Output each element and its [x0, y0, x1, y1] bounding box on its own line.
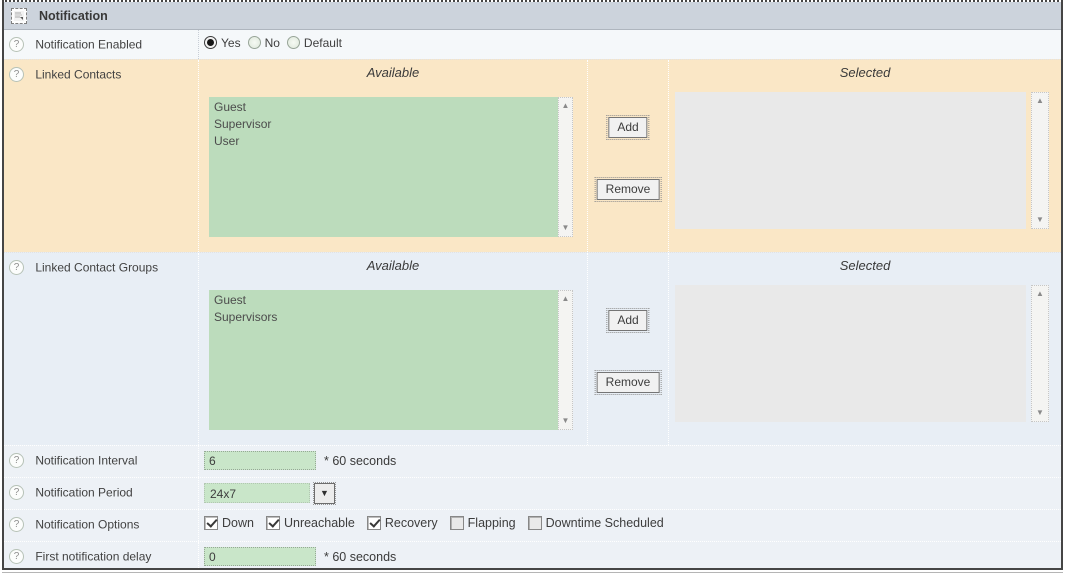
checkbox-downtime-scheduled-label: Downtime Scheduled [545, 516, 664, 530]
checkbox-down-box[interactable] [204, 515, 218, 530]
notification-enabled-label: Notification Enabled [35, 37, 143, 52]
checkbox-flapping-label: Flapping [467, 516, 516, 530]
help-icon[interactable]: ? [9, 485, 24, 501]
first-notification-delay-label: First notification delay [35, 549, 152, 564]
scroll-down-icon[interactable]: ▼ [561, 223, 570, 232]
scroll-down-icon[interactable]: ▼ [1036, 408, 1044, 417]
linked-contacts-label-cell: ? Linked Contacts [4, 60, 199, 252]
linked-contacts-selected-cell: Selected ▲ ▼ [669, 60, 1061, 252]
linked-contacts-label: Linked Contacts [35, 67, 122, 82]
delay-suffix: * 60 seconds [324, 550, 397, 564]
checkbox-unreachable-label: Unreachable [283, 516, 355, 530]
checkbox-unreachable-box[interactable] [265, 515, 280, 530]
row-notification-period: ? Notification Period 24x7 ▼ [4, 477, 1061, 509]
dropdown-arrow-button[interactable]: ▼ [313, 482, 336, 505]
section-header: Notification [4, 2, 1061, 30]
checkbox-down[interactable]: Down [204, 515, 255, 530]
notification-interval-input[interactable] [204, 451, 316, 470]
checkbox-downtime-scheduled-box[interactable] [527, 515, 542, 530]
scroll-up-icon[interactable]: ▲ [1036, 96, 1044, 105]
checkbox-unreachable[interactable]: Unreachable [265, 515, 356, 530]
help-icon[interactable]: ? [9, 549, 24, 565]
linked-contacts-available-list[interactable]: Guest Supervisor User [209, 97, 558, 237]
checkbox-recovery-box[interactable] [366, 515, 381, 530]
scroll-down-icon[interactable]: ▼ [1036, 215, 1044, 224]
linked-contact-groups-buttons-cell: Add Remove [587, 253, 669, 445]
radio-default[interactable] [286, 36, 300, 49]
chevron-down-icon: ▼ [320, 488, 329, 498]
list-item[interactable]: Supervisors [214, 310, 278, 324]
form-section-icon [11, 7, 27, 24]
radio-yes[interactable] [204, 36, 217, 49]
list-item[interactable]: Supervisor [214, 117, 272, 131]
help-icon[interactable]: ? [9, 67, 24, 83]
scroll-up-icon[interactable]: ▲ [561, 294, 570, 303]
help-icon[interactable]: ? [9, 37, 24, 53]
linked-contact-groups-selected-list[interactable] [675, 285, 1026, 422]
available-title: Available [366, 258, 420, 273]
scroll-up-icon[interactable]: ▲ [561, 101, 570, 110]
checkbox-downtime-scheduled[interactable]: Downtime Scheduled [527, 515, 665, 530]
selected-title: Selected [839, 65, 891, 80]
notification-period-label-cell: ? Notification Period [4, 478, 199, 509]
notification-interval-label: Notification Interval [35, 453, 138, 468]
scroll-up-icon[interactable]: ▲ [1036, 289, 1044, 298]
linked-contact-groups-label-cell: ? Linked Contact Groups [4, 253, 199, 445]
row-linked-contacts: ? Linked Contacts Available Guest Superv… [4, 59, 1061, 252]
notification-period-select[interactable]: 24x7 [204, 483, 310, 503]
radio-yes-label: Yes [221, 36, 241, 50]
help-icon[interactable]: ? [9, 260, 24, 276]
checkbox-recovery-label: Recovery [384, 516, 438, 530]
checkbox-flapping-box[interactable] [449, 515, 464, 530]
row-notification-options: ? Notification Options Down Unreachable … [4, 509, 1061, 541]
row-linked-contact-groups: ? Linked Contact Groups Available Guest … [4, 252, 1061, 445]
row-notification-enabled: ? Notification Enabled Yes No Default [4, 30, 1061, 59]
linked-contacts-selected-list[interactable] [675, 92, 1026, 229]
list-item[interactable]: Guest [214, 293, 247, 307]
row-first-notification-delay: ? First notification delay * 60 seconds [4, 541, 1061, 568]
notification-options-label: Notification Options [35, 517, 140, 532]
list-item[interactable]: User [214, 134, 240, 148]
radio-default-label: Default [303, 36, 342, 50]
linked-contact-groups-selected-cell: Selected ▲ ▼ [669, 253, 1061, 445]
section-title: Notification [39, 8, 108, 23]
add-button[interactable]: Add [606, 115, 650, 140]
linked-contacts-available-cell: Available Guest Supervisor User ▲ ▼ [199, 60, 587, 252]
remove-button[interactable]: Remove [594, 370, 662, 395]
help-icon[interactable]: ? [9, 453, 24, 469]
add-button[interactable]: Add [606, 308, 650, 333]
scroll-down-icon[interactable]: ▼ [561, 416, 570, 425]
scrollbar[interactable]: ▲ ▼ [558, 97, 573, 237]
scrollbar[interactable]: ▲ ▼ [1031, 92, 1049, 229]
checkbox-down-label: Down [222, 516, 254, 530]
linked-contact-groups-available-cell: Available Guest Supervisors ▲ ▼ [199, 253, 587, 445]
checkbox-recovery[interactable]: Recovery [366, 515, 439, 530]
first-notification-delay-label-cell: ? First notification delay [4, 542, 199, 568]
notification-options-field-cell: Down Unreachable Recovery Flapping Downt… [199, 510, 1061, 541]
checkbox-flapping[interactable]: Flapping [449, 515, 517, 530]
first-notification-delay-field-cell: * 60 seconds [199, 542, 1061, 568]
help-icon[interactable]: ? [9, 517, 24, 533]
linked-contact-groups-label: Linked Contact Groups [35, 260, 159, 275]
notification-interval-label-cell: ? Notification Interval [4, 446, 199, 477]
notification-period-label: Notification Period [35, 485, 133, 500]
row-notification-interval: ? Notification Interval * 60 seconds [4, 445, 1061, 477]
remove-button[interactable]: Remove [594, 177, 662, 202]
notification-enabled-options: Yes No Default [199, 30, 1061, 59]
interval-suffix: * 60 seconds [324, 454, 397, 468]
scrollbar[interactable]: ▲ ▼ [1031, 285, 1049, 422]
available-title: Available [366, 65, 420, 80]
notification-enabled-label-cell: ? Notification Enabled [4, 30, 199, 59]
scrollbar[interactable]: ▲ ▼ [558, 290, 573, 430]
notification-options-label-cell: ? Notification Options [4, 510, 199, 541]
radio-no-label: No [264, 36, 280, 50]
first-notification-delay-input[interactable] [204, 547, 316, 566]
list-item[interactable]: Guest [214, 100, 247, 114]
linked-contacts-buttons-cell: Add Remove [587, 60, 669, 252]
selected-title: Selected [839, 258, 891, 273]
linked-contact-groups-available-list[interactable]: Guest Supervisors [209, 290, 558, 430]
notification-period-field-cell: 24x7 ▼ [199, 478, 1061, 509]
radio-no[interactable] [247, 36, 261, 49]
notification-interval-field-cell: * 60 seconds [199, 446, 1061, 477]
